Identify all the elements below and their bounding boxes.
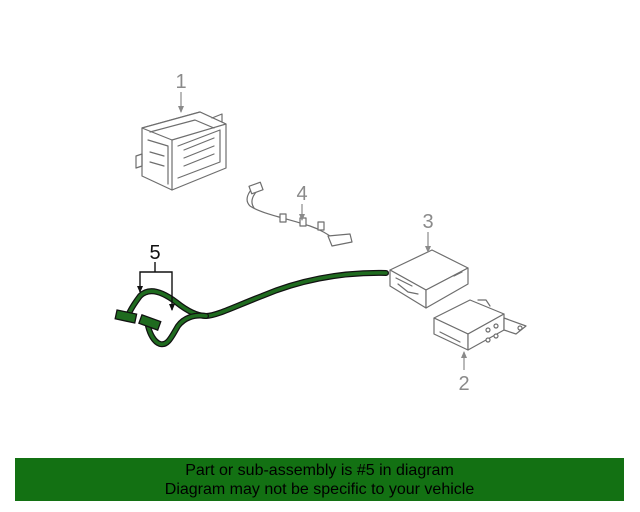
callout-3: 3 xyxy=(422,211,433,233)
part-4-wire-harness xyxy=(246,181,353,247)
leader-2-arrowhead xyxy=(461,351,467,358)
leader-5-bracket xyxy=(139,271,173,310)
leader-5-arrowhead-right xyxy=(169,304,175,311)
leader-4-arrowhead xyxy=(299,214,305,221)
leader-3-arrowhead xyxy=(425,246,431,253)
leader-1-arrowhead xyxy=(178,106,184,113)
callout-4: 4 xyxy=(296,183,307,205)
banner-line-2: Diagram may not be specific to your vehi… xyxy=(164,480,475,498)
leader-5-arrowhead-left xyxy=(137,286,143,293)
callout-5: 5 xyxy=(149,242,160,264)
callout-1: 1 xyxy=(175,71,186,93)
part-2-bracket-module xyxy=(433,299,527,351)
part-5-antenna-cable xyxy=(114,269,389,348)
banner-line-1: Part or sub-assembly is #5 in diagram xyxy=(185,461,454,479)
part-1-radio-unit xyxy=(135,111,227,191)
part-3-control-module xyxy=(389,249,469,309)
callout-2: 2 xyxy=(458,373,469,395)
info-banner: Part or sub-assembly is #5 in diagram Di… xyxy=(15,458,624,501)
